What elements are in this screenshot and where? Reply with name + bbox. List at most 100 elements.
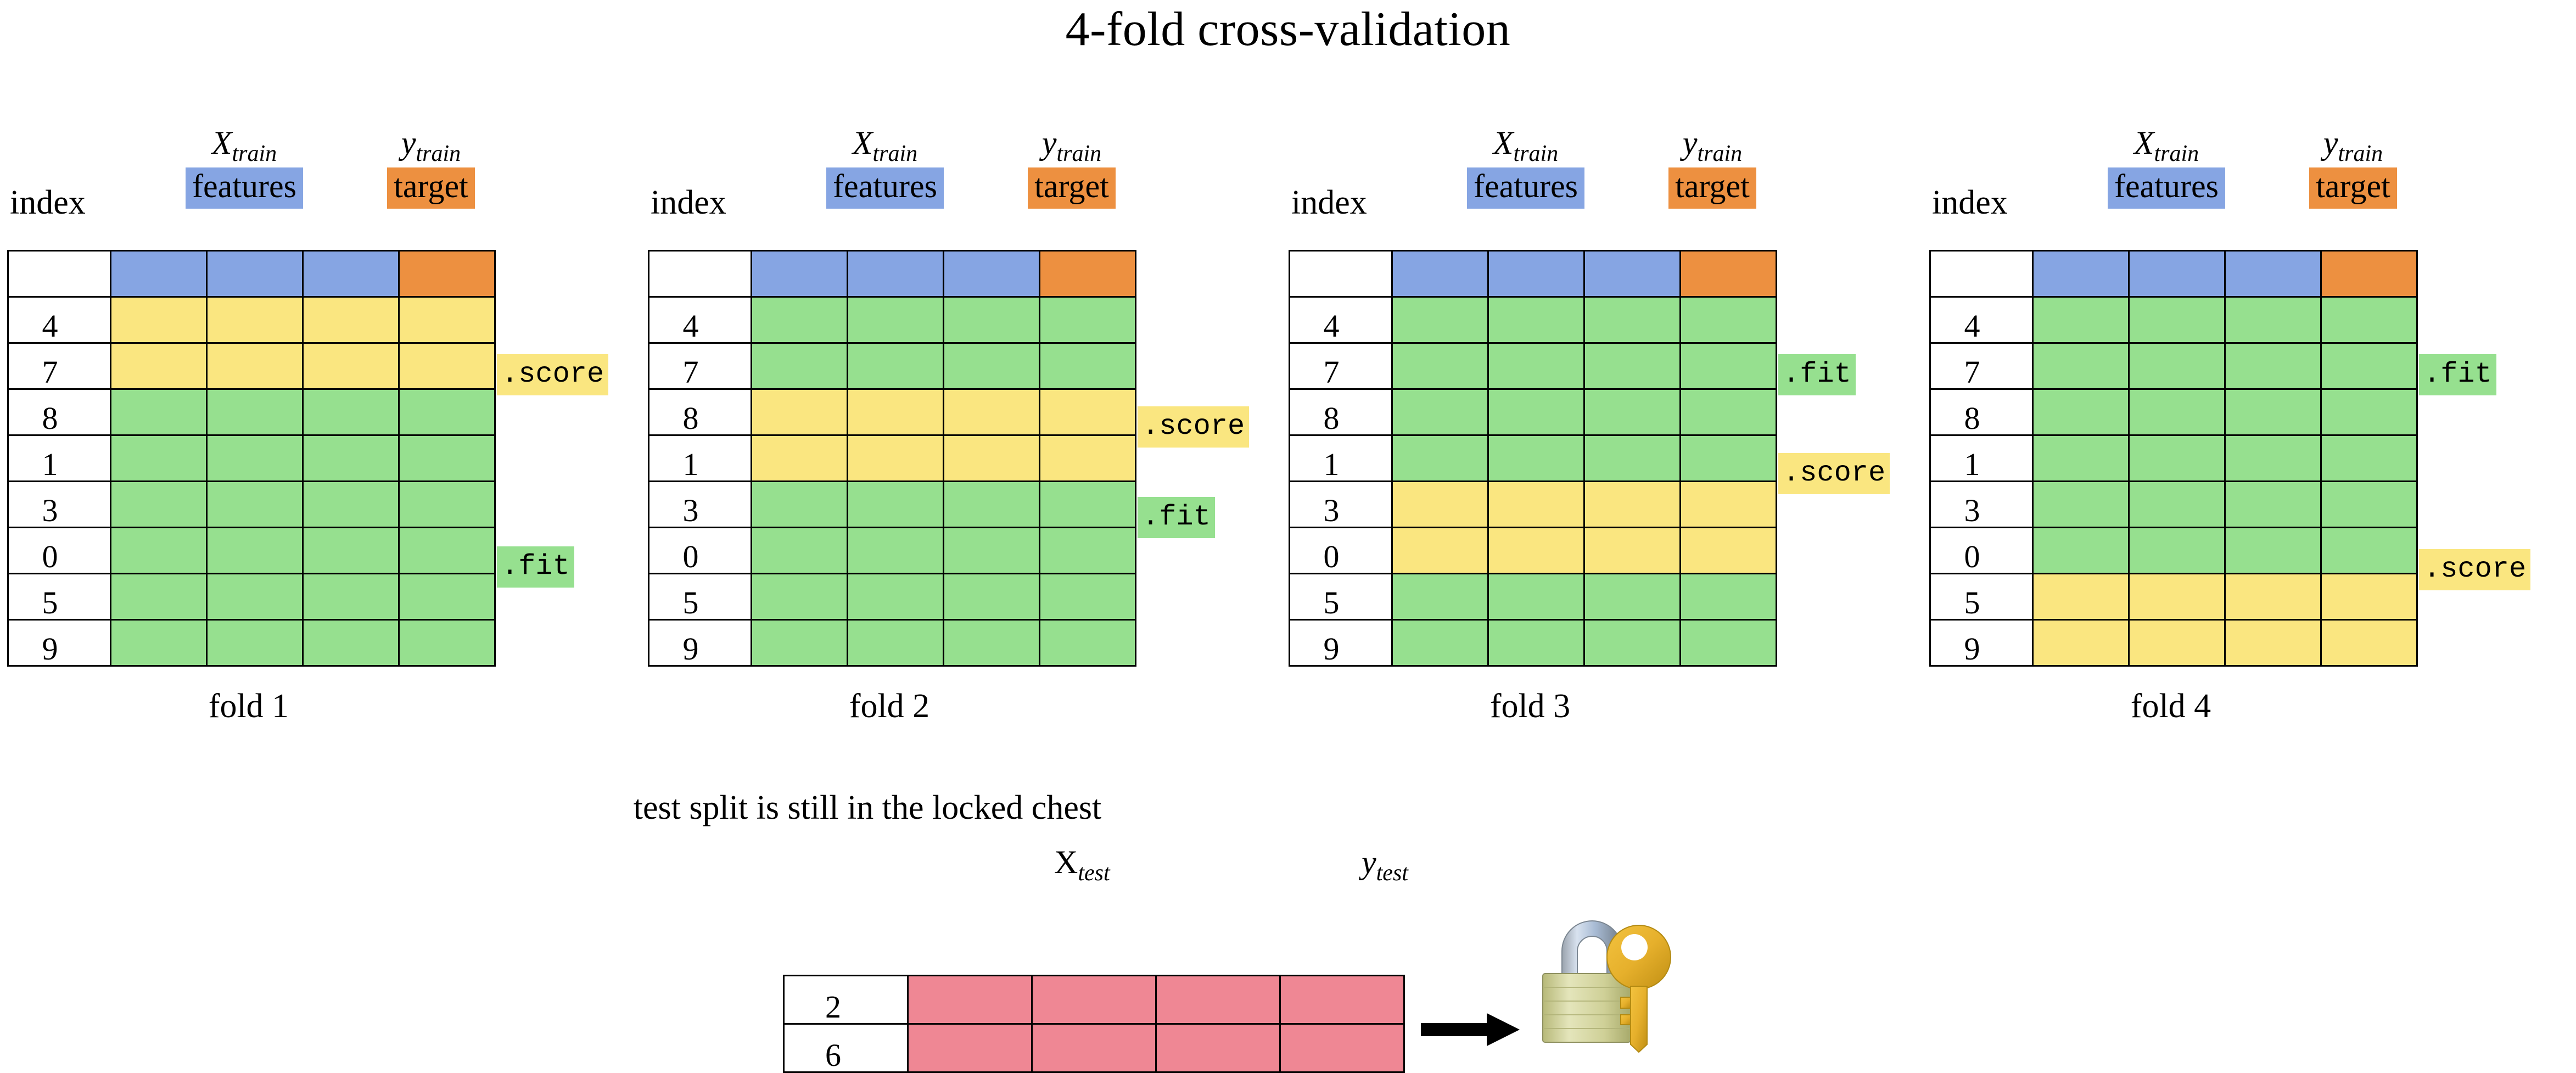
train-cell: [1679, 342, 1777, 390]
validation-cell: [302, 342, 400, 390]
table-row: 0: [1929, 527, 2418, 574]
table-row: 7: [648, 342, 1136, 390]
x-test-variable: X: [1054, 844, 1078, 880]
validation-cell: [751, 434, 848, 482]
header-feature-cell: [302, 250, 400, 298]
y-test-label: ytest: [1362, 846, 1408, 885]
train-cell: [302, 388, 400, 436]
train-cell: [1039, 342, 1136, 390]
test-split-section: test split is still in the locked chest …: [0, 791, 2576, 1062]
y-train-subscript: train: [1697, 141, 1743, 166]
train-cell: [302, 619, 400, 667]
row-index-cell: 7: [1929, 342, 2034, 390]
train-cell: [847, 619, 944, 667]
validation-cell: [847, 434, 944, 482]
validation-cell: [398, 342, 496, 390]
features-badge: features: [1467, 167, 1584, 209]
validation-cell: [1679, 480, 1777, 528]
train-cell: [398, 573, 496, 621]
train-cell: [1039, 527, 1136, 574]
y-train-subscript: train: [2338, 141, 2383, 166]
validation-cell: [1391, 527, 1489, 574]
train-cell: [1679, 434, 1777, 482]
validation-cell: [110, 296, 208, 344]
row-index-cell: 1: [1929, 434, 2034, 482]
train-cell: [751, 480, 848, 528]
y-test-variable: y: [1362, 844, 1376, 880]
train-cell: [2032, 342, 2130, 390]
row-index-cell: 8: [7, 388, 111, 436]
header-index-cell: [648, 250, 752, 298]
y-train-label: ytrain: [2295, 126, 2411, 165]
train-cell: [847, 573, 944, 621]
train-cell: [943, 342, 1040, 390]
train-cell: [943, 619, 1040, 667]
header-feature-cell: [110, 250, 208, 298]
train-cell: [1039, 619, 1136, 667]
validation-cell: [1679, 527, 1777, 574]
table-row: 1: [648, 434, 1136, 482]
y-train-label: ytrain: [1655, 126, 1770, 165]
train-cell: [302, 527, 400, 574]
train-cell: [206, 434, 304, 482]
train-cell: [110, 527, 208, 574]
train-cell: [398, 619, 496, 667]
row-index-cell: 1: [1289, 434, 1393, 482]
row-index-cell: 7: [1289, 342, 1393, 390]
validation-cell: [302, 296, 400, 344]
row-index-cell: 9: [648, 619, 752, 667]
x-train-variable: X: [211, 125, 232, 161]
header-index-cell: [7, 250, 111, 298]
validation-cell: [1391, 480, 1489, 528]
fold-caption-3: fold 3: [1489, 688, 1571, 725]
train-cell: [2224, 388, 2322, 436]
train-cell: [1039, 573, 1136, 621]
header-feature-cell: [847, 250, 944, 298]
validation-cell: [1487, 527, 1585, 574]
train-cell: [751, 342, 848, 390]
score-annotation: .score: [1138, 406, 1250, 448]
train-cell: [2320, 388, 2418, 436]
train-cell: [2320, 480, 2418, 528]
header-feature-cell: [2224, 250, 2322, 298]
train-cell: [398, 434, 496, 482]
table-row: 3: [1289, 480, 1777, 528]
validation-cell: [943, 388, 1040, 436]
test-cell: [1279, 975, 1405, 1025]
train-cell: [110, 619, 208, 667]
train-cell: [1391, 434, 1489, 482]
x-train-variable: X: [852, 125, 873, 161]
table-row: 7: [1929, 342, 2418, 390]
table-row: 0: [1289, 527, 1777, 574]
row-index-cell: 9: [1289, 619, 1393, 667]
train-cell: [2032, 296, 2130, 344]
row-index-cell: 3: [1929, 480, 2034, 528]
row-index-cell: 9: [1929, 619, 2034, 667]
y-test-subscript: test: [1376, 860, 1408, 886]
x-train-subscript: train: [232, 141, 277, 166]
x-train-variable: X: [2133, 125, 2154, 161]
test-cell: [1031, 975, 1157, 1025]
train-cell: [110, 434, 208, 482]
row-index-cell: 5: [1289, 573, 1393, 621]
validation-cell: [1039, 434, 1136, 482]
table-row: 5: [1929, 573, 2418, 621]
validation-cell: [2224, 573, 2322, 621]
validation-cell: [206, 342, 304, 390]
index-column-label: index: [1932, 184, 2008, 221]
test-cell: [1155, 975, 1281, 1025]
train-cell: [206, 619, 304, 667]
x-train-label: Xtrain: [165, 126, 324, 165]
row-index-cell: 0: [648, 527, 752, 574]
train-cell: [847, 296, 944, 344]
test-cell: [1155, 1023, 1281, 1073]
x-train-subscript: train: [2154, 141, 2199, 166]
header-target-cell: [2320, 250, 2418, 298]
header-feature-cell: [206, 250, 304, 298]
